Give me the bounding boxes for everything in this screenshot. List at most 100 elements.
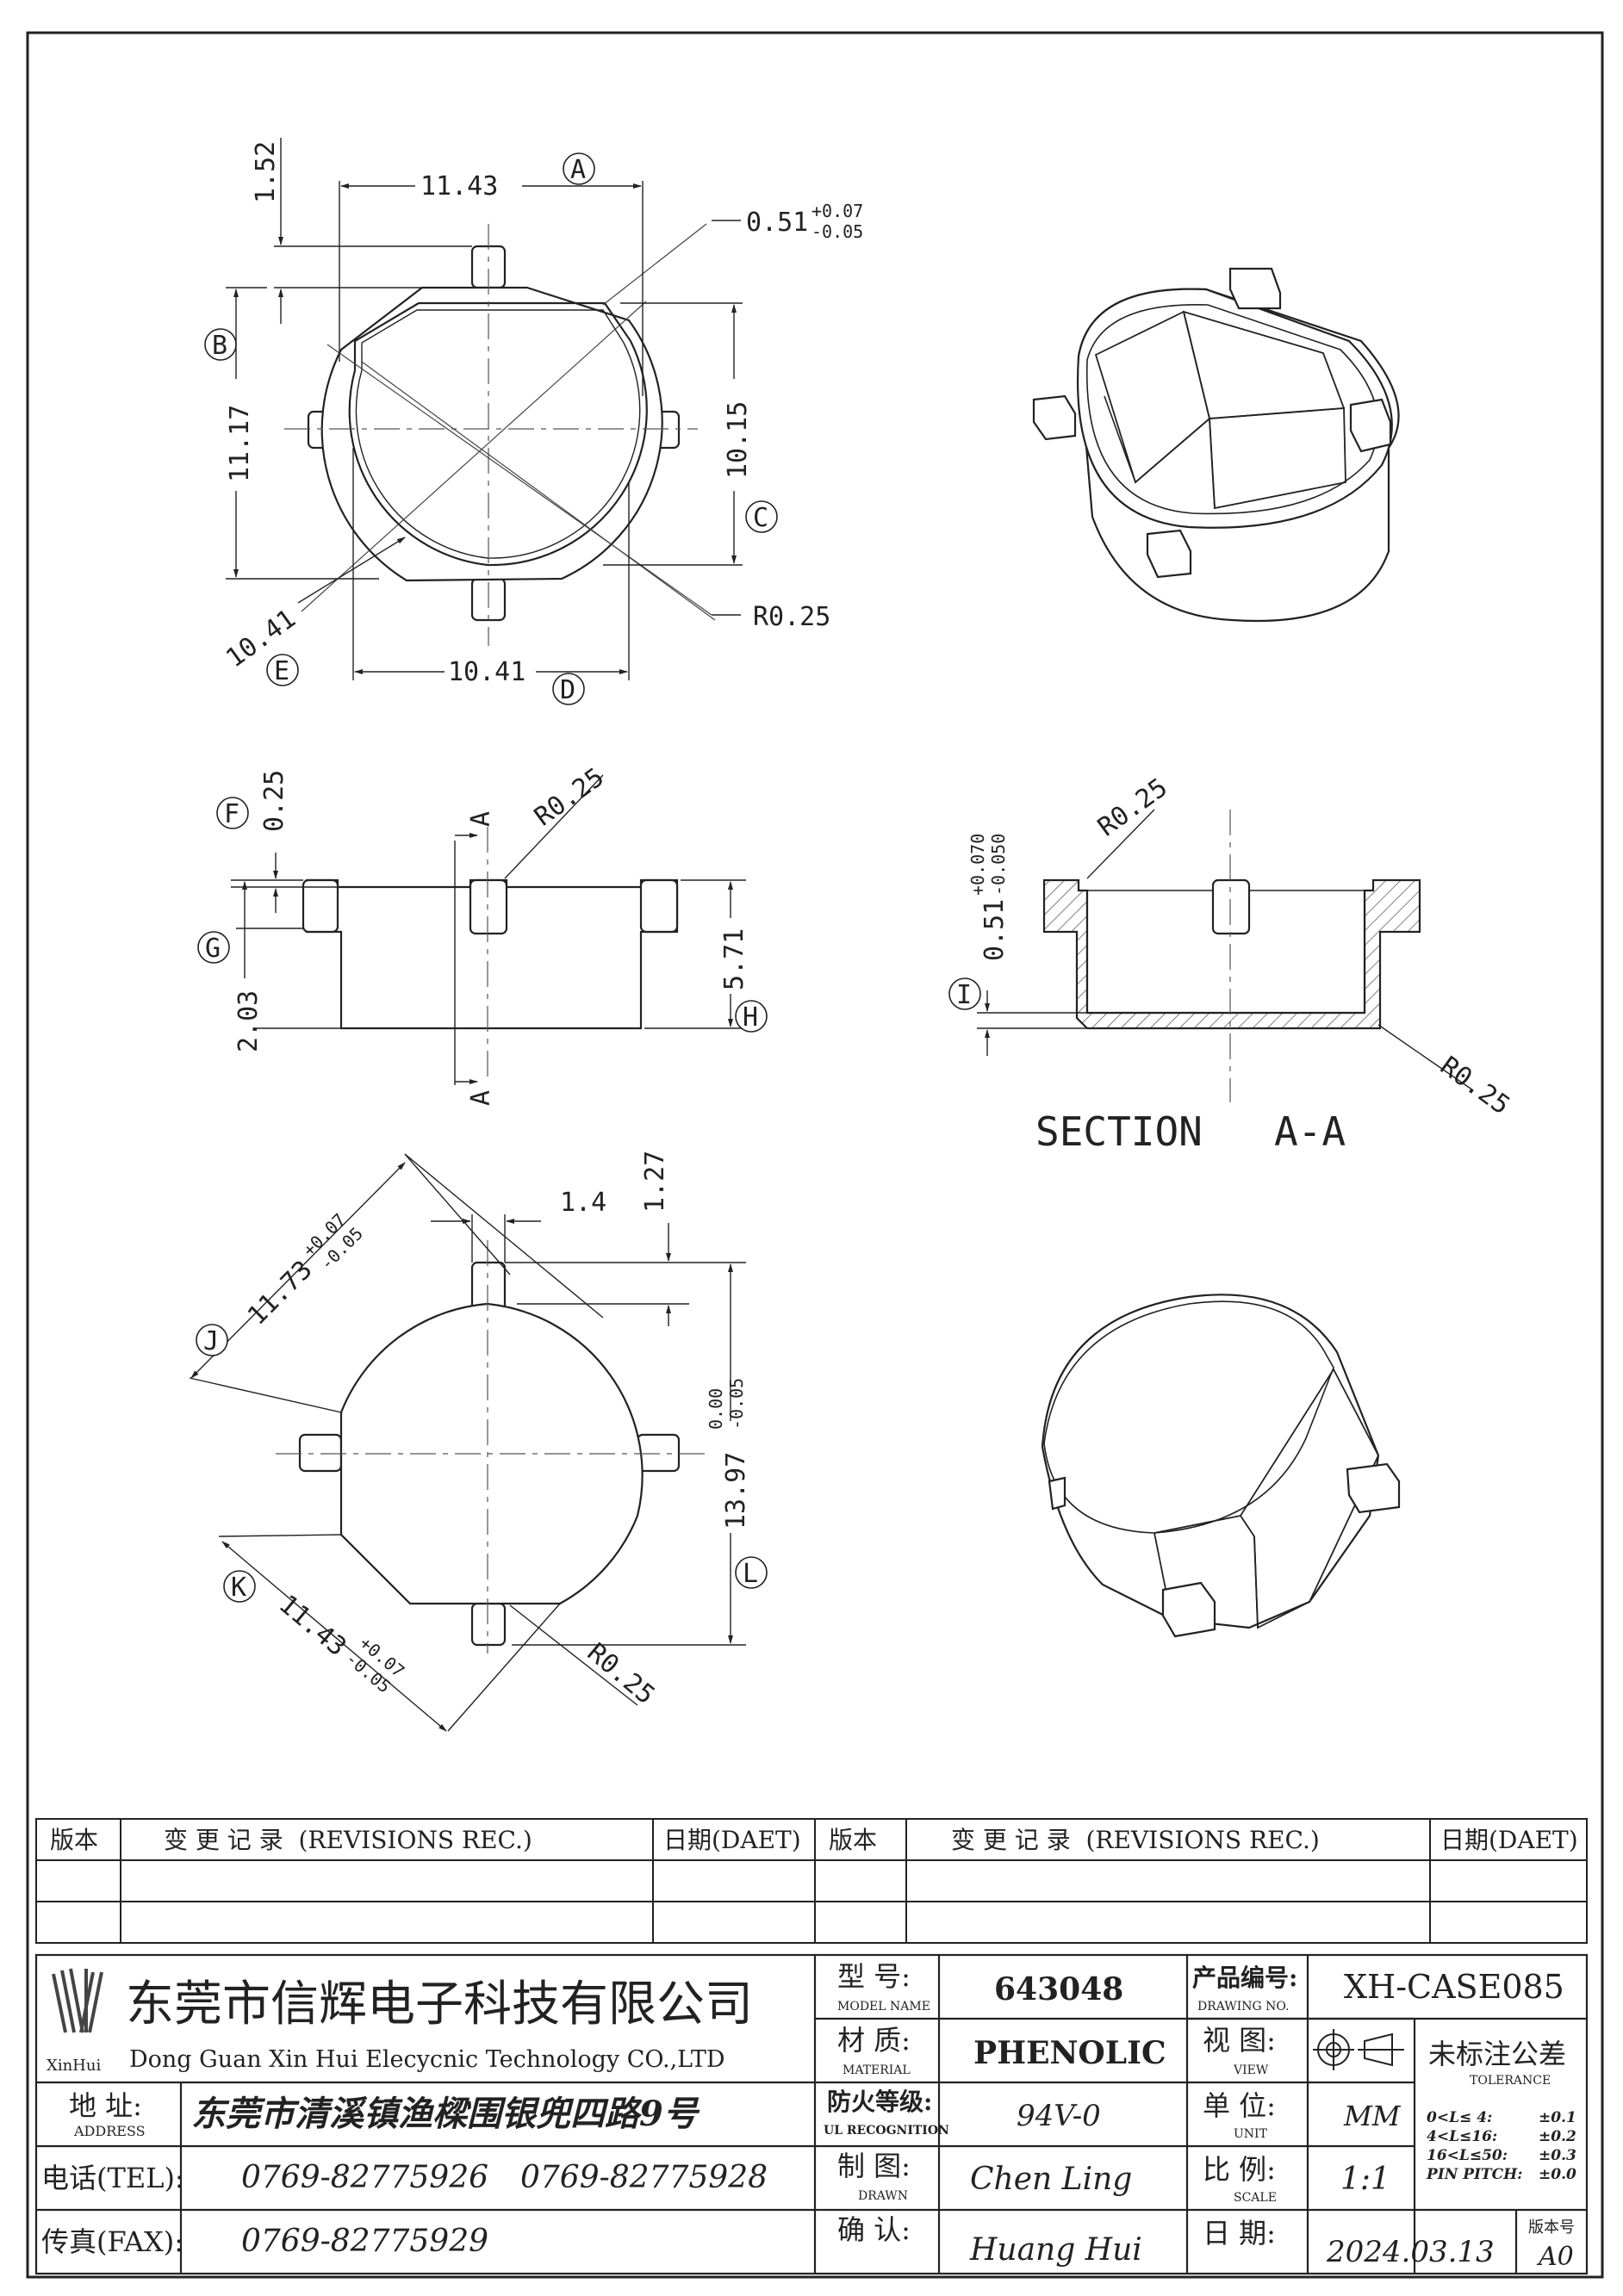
tolerance-value-2: ±0.3 xyxy=(1539,2147,1576,2164)
model-label: 型 号: xyxy=(837,1960,911,1993)
tolerance-range-0: 0<L≤ 4: xyxy=(1427,2109,1492,2126)
projection-symbol-icon xyxy=(1313,2029,1404,2070)
version-label: 版本号 xyxy=(1528,2218,1575,2237)
label-B: B xyxy=(212,331,227,361)
section-title: SECTION A-A xyxy=(1035,1108,1346,1155)
dim-2-03: 2.03 xyxy=(233,990,264,1052)
dim-r0-25-section-bot: R0.25 xyxy=(1434,1051,1515,1120)
dim-11-17: 11.17 xyxy=(225,405,255,482)
drawing-no-value: XH-CASE085 xyxy=(1344,1968,1564,2006)
scale-label: 比 例: xyxy=(1203,2153,1276,2186)
dim-0-51-top: 0.51 xyxy=(746,208,808,238)
dim-1-27: 1.27 xyxy=(640,1151,670,1213)
rev-header-date-2: 日期(DAET) xyxy=(1440,1826,1578,1854)
revisions-table xyxy=(35,1818,1588,1944)
drawing-no-label-en: DRAWING NO. xyxy=(1197,2000,1289,2014)
tolerance-label-en: TOLERANCE xyxy=(1470,2074,1551,2088)
material-value: PHENOLIC xyxy=(973,2035,1166,2071)
drawn-value: Chen Ling xyxy=(970,2162,1132,2197)
label-F: F xyxy=(224,799,239,829)
rev-header-record-1: 变 更 记 录 (REVISIONS REC.) xyxy=(164,1826,532,1854)
fax-value: 0769-82775929 xyxy=(241,2224,488,2259)
scale-label-en: SCALE xyxy=(1234,2191,1277,2205)
drawn-label-en: DRAWN xyxy=(858,2189,908,2203)
label-H: H xyxy=(743,1002,758,1033)
dim-10-15: 10.15 xyxy=(723,401,753,479)
top-view xyxy=(307,245,681,622)
label-J: J xyxy=(203,1326,219,1356)
label-G: G xyxy=(205,934,221,964)
dim-13-97: 13.97 xyxy=(721,1452,751,1530)
checked-value: Huang Hui xyxy=(969,2232,1142,2268)
tel-value-1: 0769-82775926 xyxy=(241,2160,488,2195)
isometric-view-bottom xyxy=(1041,1294,1401,1638)
dim-section-tol-dn: -0.050 xyxy=(988,834,1009,896)
version-value: A0 xyxy=(1536,2242,1574,2272)
model-value: 643048 xyxy=(994,1971,1123,2007)
check-label: 确 认: xyxy=(837,2213,911,2246)
view-label: 视 图: xyxy=(1203,2024,1276,2057)
ul-label-en: UL RECOGNITION xyxy=(824,2124,949,2138)
company-name-cn: 东莞市信辉电子科技有限公司 xyxy=(126,1976,753,2032)
tolerance-value-1: ±0.2 xyxy=(1539,2128,1576,2145)
material-label-en: MATERIAL xyxy=(843,2063,911,2077)
isometric-view-top xyxy=(1032,267,1400,623)
drawing-no-label: 产品编号: xyxy=(1192,1964,1297,1992)
view-label-en: VIEW xyxy=(1233,2063,1269,2077)
unit-value: MM xyxy=(1343,2100,1402,2132)
model-label-en: MODEL NAME xyxy=(837,2000,930,2014)
scale-value: 1:1 xyxy=(1340,2162,1390,2197)
tel-label: 电话(TEL): xyxy=(41,2162,184,2194)
dim-0-51-tol-up: +0.07 xyxy=(812,201,863,221)
address-value: 东莞市清溪镇渔樑围银兜四路9号 xyxy=(191,2094,700,2134)
company-name-en: Dong Guan Xin Hui Elecycnic Technology C… xyxy=(129,2046,725,2073)
dim-0-51-section: 0.51 xyxy=(979,899,1010,961)
dim-r0-25-top: R0.25 xyxy=(753,602,830,632)
material-label: 材 质: xyxy=(837,2024,911,2057)
label-C: C xyxy=(753,503,768,533)
dim-13-97-tol-dn: -0.05 xyxy=(726,1378,747,1430)
logo-text: XinHui xyxy=(47,2057,101,2075)
address-label-en: ADDRESS xyxy=(73,2123,146,2139)
address-label: 地 址: xyxy=(69,2089,142,2122)
label-L: L xyxy=(743,1559,758,1589)
tolerance-range-1: 4<L≤16: xyxy=(1427,2128,1497,2145)
dim-5-71: 5.71 xyxy=(719,928,749,990)
dim-r0-25-bottom: R0.25 xyxy=(581,1637,661,1710)
date-value: 2024.03.13 xyxy=(1326,2235,1495,2269)
drawn-label: 制 图: xyxy=(837,2150,911,2182)
title-block xyxy=(34,1953,1589,2275)
dim-11-73: 11.73 xyxy=(242,1255,319,1331)
dim-r0-25-side: R0.25 xyxy=(529,762,610,832)
tolerance-label: 未标注公差 xyxy=(1428,2038,1566,2070)
unit-label: 单 位: xyxy=(1203,2089,1276,2122)
dim-0-51-tol-dn: -0.05 xyxy=(812,221,863,242)
section-mark-bottom: A xyxy=(466,1090,496,1106)
label-I: I xyxy=(956,980,972,1010)
ul-label: 防火等级: xyxy=(827,2088,932,2116)
label-K: K xyxy=(231,1573,246,1603)
tolerance-range-3: PIN PITCH: xyxy=(1426,2166,1522,2183)
ul-value: 94V-0 xyxy=(1017,2099,1101,2133)
tolerance-value-3: ±0.0 xyxy=(1539,2166,1576,2183)
sheet-border xyxy=(26,31,1604,2279)
section-mark-top: A xyxy=(466,811,496,827)
tel-value-2: 0769-82775928 xyxy=(520,2160,768,2195)
side-view xyxy=(302,878,679,1030)
unit-label-en: UNIT xyxy=(1234,2127,1268,2141)
dim-0-25: 0.25 xyxy=(259,770,289,832)
rev-header-date-1: 日期(DAET) xyxy=(663,1826,801,1854)
dim-1-4: 1.4 xyxy=(560,1188,606,1218)
rev-header-version-1: 版本 xyxy=(50,1826,98,1854)
tolerance-range-2: 16<L≤50: xyxy=(1427,2147,1508,2164)
fax-label: 传真(FAX): xyxy=(41,2225,183,2258)
label-D: D xyxy=(560,675,575,705)
dim-11-43-bottom: 11.43 xyxy=(273,1589,352,1662)
date-label: 日 期: xyxy=(1203,2217,1276,2249)
section-view xyxy=(1042,878,1421,1030)
company-logo xyxy=(52,1968,103,2033)
rev-header-version-2: 版本 xyxy=(829,1826,877,1854)
label-A: A xyxy=(570,155,586,185)
dim-1-52: 1.52 xyxy=(251,141,281,203)
dim-section-tol-up: +0.070 xyxy=(967,834,988,896)
